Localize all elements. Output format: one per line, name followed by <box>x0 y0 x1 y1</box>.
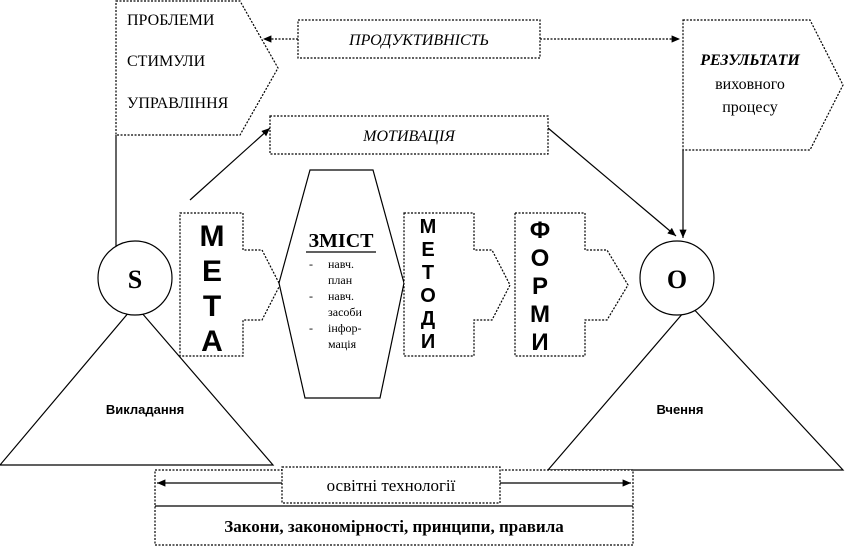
object-circle <box>639 240 715 316</box>
methods-arrow-block <box>403 212 511 357</box>
motivation-box <box>269 115 549 155</box>
panel-item-management: УПРАВЛІННЯ <box>127 95 229 112</box>
arrow-to-object <box>547 127 677 237</box>
content-item: навч. <box>328 289 354 303</box>
content-title: ЗМІСТ <box>309 230 375 252</box>
teaching-label: Викладання <box>106 402 184 417</box>
forms-letter: Ф <box>530 217 550 244</box>
technologies-box <box>281 466 501 504</box>
teaching-triangle <box>0 304 275 466</box>
learning-label: Вчення <box>657 402 704 417</box>
goal-letter: Е <box>202 255 222 288</box>
panel-item-problems: ПРОБЛЕМИ <box>127 12 215 29</box>
content-item: навч. <box>328 257 354 271</box>
goal-letter: А <box>201 325 223 358</box>
methods-letter: Е <box>421 239 434 261</box>
methods-letter: Т <box>422 262 434 284</box>
content-item: мація <box>328 337 357 351</box>
methods-letters: М Е Т О Д И <box>420 216 437 353</box>
problems-panel <box>115 0 279 136</box>
productivity-label: ПРОДУКТИВНІСТЬ <box>348 32 489 49</box>
productivity-box <box>297 19 541 59</box>
bullet: - <box>309 321 313 335</box>
forms-letters: Ф О Р М И <box>530 217 550 356</box>
content-item: засоби <box>328 305 362 319</box>
panel-item-stimuli: СТИМУЛИ <box>127 53 206 70</box>
forms-arrow-block <box>514 212 629 357</box>
laws-label: Закони, закономірності, принципи, правил… <box>224 517 564 536</box>
forms-letter: М <box>530 301 550 328</box>
methods-letter: О <box>420 285 436 307</box>
goal-letter: Т <box>203 290 221 323</box>
results-line2: виховного <box>715 76 785 93</box>
object-label: O <box>667 265 687 294</box>
goal-letters: М Е Т А <box>200 220 225 358</box>
methods-letter: Д <box>421 308 435 330</box>
content-item: план <box>328 273 353 287</box>
bullet: - <box>309 289 313 303</box>
forms-letter: Р <box>532 273 548 300</box>
content-item: інфор- <box>328 321 362 335</box>
subject-label: S <box>128 265 142 294</box>
learning-triangle <box>546 304 845 471</box>
methods-letter: И <box>421 331 435 353</box>
motivation-label: МОТИВАЦІЯ <box>362 128 456 145</box>
content-list: - навч. план - навч. засоби - інфор- мац… <box>309 257 362 351</box>
methods-letter: М <box>420 216 437 238</box>
subject-circle <box>97 240 173 316</box>
results-line3: процесу <box>722 99 778 116</box>
forms-letter: О <box>531 245 550 272</box>
technologies-label: освітні технології <box>327 476 456 495</box>
results-title: РЕЗУЛЬТАТИ <box>699 52 800 69</box>
bullet: - <box>309 257 313 271</box>
goal-letter: М <box>200 220 225 253</box>
arrow-to-motivation <box>189 127 271 201</box>
forms-letter: И <box>531 329 548 356</box>
goal-arrow-block <box>179 212 281 357</box>
content-hexagon <box>278 169 405 399</box>
results-panel <box>682 19 844 151</box>
